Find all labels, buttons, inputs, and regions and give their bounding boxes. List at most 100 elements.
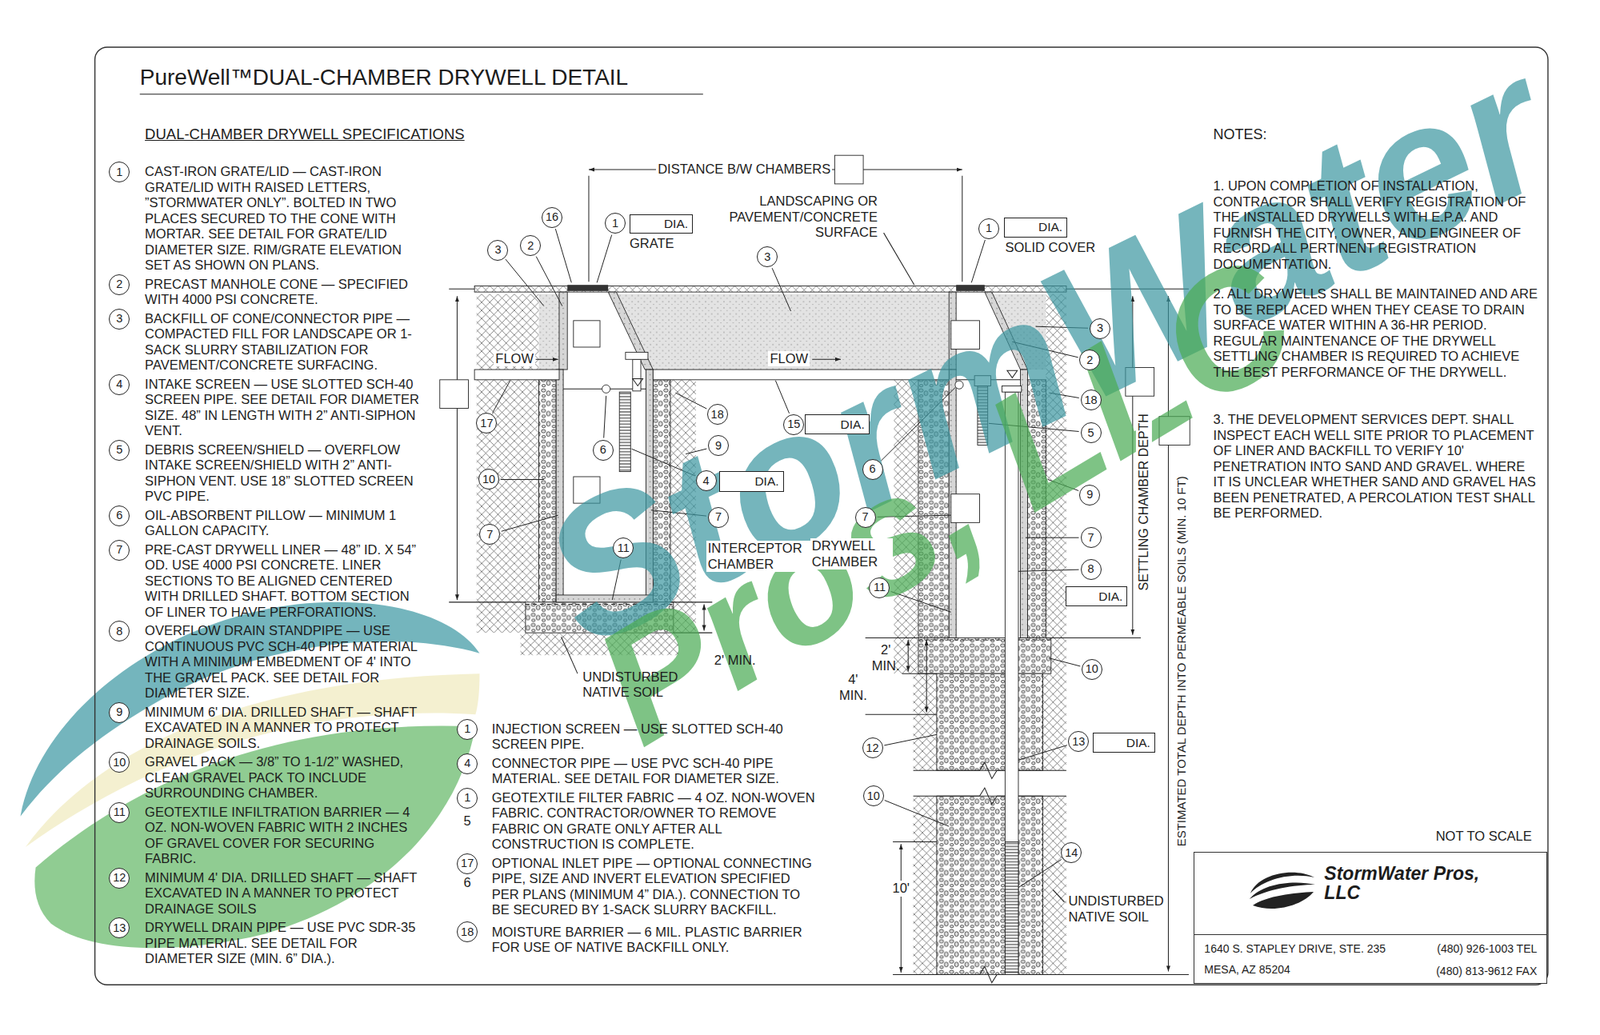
grate xyxy=(567,284,608,292)
dimension-text: DIA. xyxy=(664,216,688,232)
gravel-pack xyxy=(936,796,1044,975)
callout-number: 4 xyxy=(696,470,717,492)
callout-number: 6 xyxy=(862,459,884,480)
phone-text: (480) 926-1003 TEL xyxy=(1436,941,1537,956)
blank-value-box xyxy=(573,320,600,348)
leader-line xyxy=(1018,860,1062,888)
callout-number: 11 xyxy=(108,802,130,824)
extension-line xyxy=(865,714,937,716)
callout-number: 1 xyxy=(456,719,478,740)
gravel-pack xyxy=(936,673,1044,771)
address-text: MESA, AZ 85204 xyxy=(1204,962,1290,977)
dimension-box: DIA. xyxy=(1004,217,1068,239)
extension-line xyxy=(892,974,937,976)
note-text: 3. THE DEVELOPMENT SERVICES DEPT. SHALL … xyxy=(1213,412,1539,522)
callout-number: 12 xyxy=(108,868,130,889)
logo-swoosh-green xyxy=(34,726,476,949)
part-label: INTERCEPTOR CHAMBER xyxy=(706,540,812,572)
leader-line xyxy=(604,396,607,439)
callout-number: 3 xyxy=(108,308,130,330)
manhole-cone xyxy=(608,292,653,370)
company-logo-text: StormWater Pros, LLC xyxy=(1324,864,1484,903)
callout-number: 10 xyxy=(108,752,130,773)
spec-text: MINIMUM 6' DIA. DRILLED SHAFT — SHAFT EX… xyxy=(144,704,423,752)
part-label: SOLID COVER xyxy=(1004,240,1096,256)
spec-text: OVERFLOW DRAIN STANDPIPE — USE CONTINUOU… xyxy=(144,623,423,702)
drawing-title: PureWell™DUAL-CHAMBER DRYWELL DETAIL xyxy=(140,64,628,92)
native-soil xyxy=(1043,796,1067,975)
leader-line xyxy=(884,232,915,285)
spec-text: OPTIONAL INLET PIPE — OPTIONAL CONNECTIN… xyxy=(492,856,821,919)
break-line xyxy=(913,762,1067,779)
spec-text: BACKFILL OF CONE/CONNECTOR PIPE — COMPAC… xyxy=(144,311,423,374)
callout-number: 18 xyxy=(1080,389,1102,411)
callout-number: 9 xyxy=(1079,484,1100,506)
blank-value-box xyxy=(440,380,469,409)
leader-line xyxy=(1018,569,1080,572)
drain-pipe-slots xyxy=(1004,842,1019,973)
note-text: 1. UPON COMPLETION OF INSTALLATION, CONT… xyxy=(1213,178,1539,272)
leader-line xyxy=(561,636,578,674)
callout-number: 1 xyxy=(978,218,1000,240)
flow-label: FLOW xyxy=(493,351,536,368)
dimension-text: DIA. xyxy=(1098,589,1123,604)
dimension-label: ESTIMATED TOTAL DEPTH INTO PERMEABLE SOI… xyxy=(1173,474,1190,848)
dimension-line xyxy=(926,640,928,713)
flow-label: FLOW xyxy=(768,351,810,368)
callout-number: 2 xyxy=(520,235,541,256)
break-line xyxy=(913,788,1067,804)
blank-value-box xyxy=(834,155,864,184)
callout-number: 9 xyxy=(108,702,130,724)
inlet-pipe xyxy=(474,369,560,380)
water-level-symbol xyxy=(632,379,644,387)
dimension-text: DIA. xyxy=(754,474,779,489)
manhole-cone xyxy=(559,292,568,370)
dimension-text: DIA. xyxy=(1038,220,1063,235)
leader-line xyxy=(772,268,791,312)
geotextile-barrier xyxy=(918,640,1052,641)
spec-text: CAST-IRON GRATE/LID — CAST-IRON GRATE/LI… xyxy=(144,164,423,274)
oil-pillow xyxy=(602,384,611,393)
sheet-border xyxy=(95,47,1548,985)
callout-number: 7 xyxy=(108,540,130,561)
dimension-text: DIA. xyxy=(840,417,865,432)
spec-text: CONNECTOR PIPE — USE PVC SCH-40 PIPE MAT… xyxy=(492,756,821,788)
callout-number: 8 xyxy=(108,620,130,642)
callout-number: 1 xyxy=(108,161,130,183)
extension-line xyxy=(1043,974,1189,976)
dimension-box: DIA. xyxy=(1092,732,1156,754)
extension-line xyxy=(588,176,589,283)
callout-number: 7 xyxy=(479,524,500,545)
native-soil xyxy=(476,294,540,633)
part-label: DRYWELL CHAMBER xyxy=(810,538,893,570)
notes-heading: NOTES: xyxy=(1213,127,1268,144)
leader-line xyxy=(500,479,544,480)
callout-number: 5 xyxy=(108,440,130,461)
title-block: StormWater Pros, LLC1640 S. STAPLEY DRIV… xyxy=(1193,852,1548,984)
callout-number: 18 xyxy=(707,404,728,425)
dimension-line xyxy=(900,844,902,973)
callout-number: 10 xyxy=(478,468,500,490)
leader-line xyxy=(555,228,572,283)
leader-line xyxy=(884,800,949,828)
native-soil xyxy=(913,673,937,771)
callout-number: 3 xyxy=(487,240,508,261)
callout-number: 16 xyxy=(541,207,563,228)
title-underline xyxy=(140,93,704,95)
spec-text: GEOTEXTILE INFILTRATION BARRIER — 4 OZ. … xyxy=(144,804,423,868)
extension-line xyxy=(902,673,937,675)
leader-line xyxy=(596,235,612,284)
logo-icon xyxy=(1245,865,1320,916)
leader-line xyxy=(1018,745,1068,761)
callout-number: 17 xyxy=(456,853,478,875)
note-text: 2. ALL DRYWELLS SHALL BE MAINTAINED AND … xyxy=(1213,286,1539,380)
backfill xyxy=(538,294,560,370)
leader-line xyxy=(675,392,707,409)
dimension-label: 2' MIN. xyxy=(714,652,756,669)
extension-line xyxy=(961,176,963,283)
dimension-box: DIA. xyxy=(804,414,869,436)
spec-text: DEBRIS SCREEN/SHIELD — OVERFLOW INTAKE S… xyxy=(144,442,423,505)
callout-number: 1 xyxy=(604,212,626,234)
dimension-box: DIA. xyxy=(719,471,784,492)
